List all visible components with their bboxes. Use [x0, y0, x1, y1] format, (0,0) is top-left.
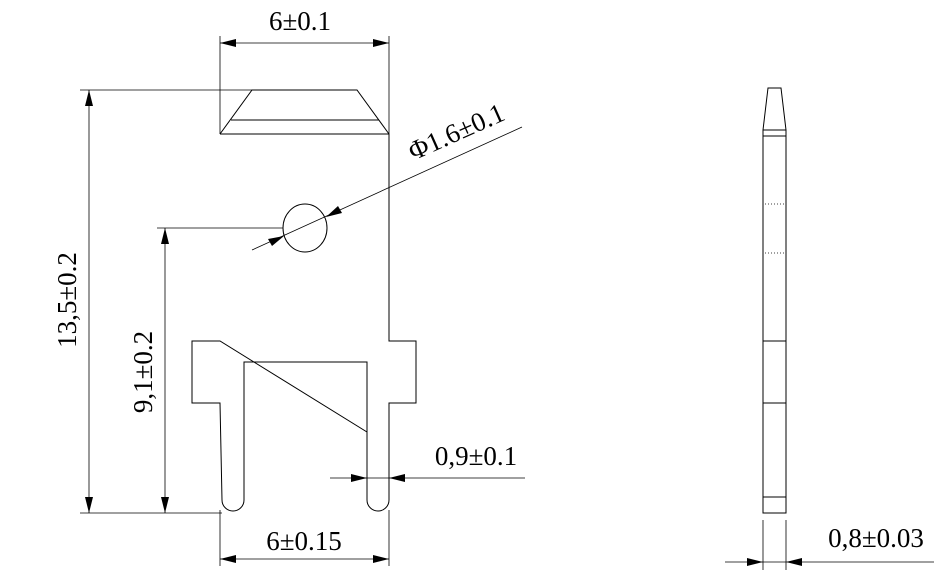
mounting-hole [282, 203, 328, 253]
front-view-terminal [191, 89, 417, 512]
dim-thickness: 0,8±0.03 [725, 520, 934, 570]
dim-bottom-width: 6±0.15 [219, 510, 390, 566]
arrow-head [220, 555, 236, 563]
total-height-label: 13,5±0.2 [52, 252, 82, 348]
leader-line [251, 126, 523, 251]
bottom-width-label: 6±0.15 [266, 526, 342, 556]
arrow-head [161, 497, 169, 513]
dim-top-width: 6±0.1 [219, 6, 390, 134]
arrow-head [268, 236, 284, 246]
terminal-outline [191, 89, 417, 512]
arrow-head [747, 558, 763, 566]
hole-height-label: 9,1±0.2 [128, 331, 158, 413]
arrow-head [373, 555, 389, 563]
dim-leg-width: 0,9±0.1 [330, 432, 525, 487]
arrow-head [351, 474, 367, 482]
side-view-terminal [762, 87, 787, 514]
arrow-head [85, 90, 93, 106]
arrow-head [786, 558, 802, 566]
arrow-head [161, 228, 169, 244]
arrow-head [85, 497, 93, 513]
top-width-label: 6±0.1 [269, 6, 331, 36]
dim-hole-height: 9,1±0.2 [128, 227, 283, 513]
side-outline [762, 87, 787, 514]
hole-diameter-label: Φ1.6±0.1 [404, 97, 509, 166]
arrow-head [373, 39, 389, 47]
leg-width-label: 0,9±0.1 [435, 441, 517, 471]
thickness-label: 0,8±0.03 [828, 523, 924, 553]
dim-total-height: 13,5±0.2 [52, 89, 252, 514]
arrow-head [389, 474, 405, 482]
arrow-head [326, 206, 342, 217]
arrow-head [220, 39, 236, 47]
